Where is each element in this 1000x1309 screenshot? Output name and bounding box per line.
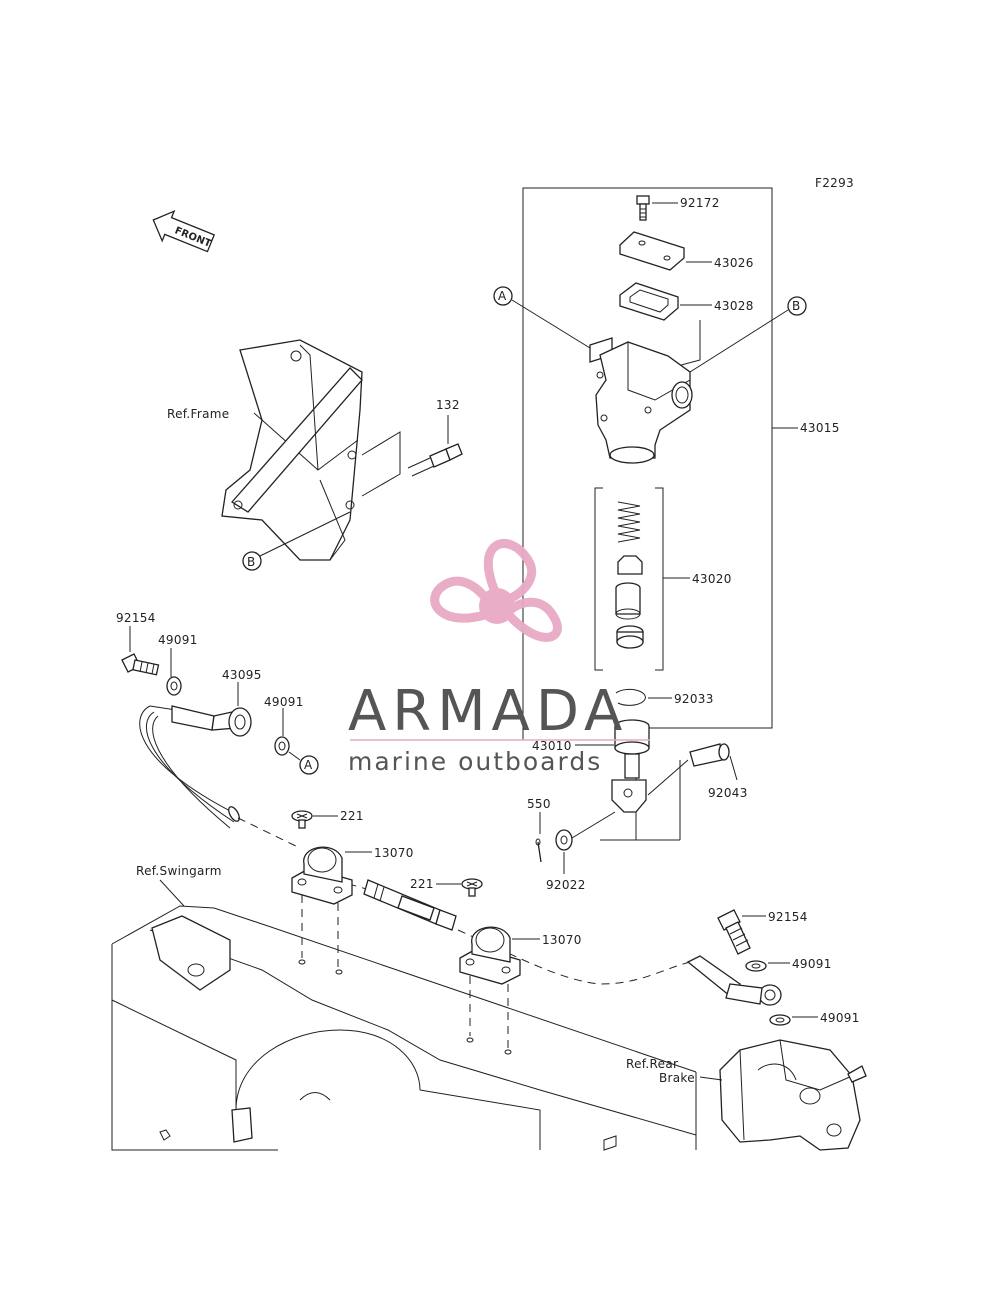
diaphragm-43028: [619, 282, 679, 321]
armada-logo-icon: [430, 539, 562, 642]
callout-b-top-label: B: [792, 299, 801, 313]
part-label-92172: 92172: [680, 196, 720, 210]
watermark-title: ARMADA: [348, 679, 628, 744]
bolt-132: [407, 443, 463, 477]
part-label-221-left: 221: [340, 809, 364, 823]
part-label-43028: 43028: [714, 299, 754, 313]
banjo-bolt-92154-left: [121, 653, 160, 676]
callout-a-bottom-label: A: [304, 758, 313, 772]
callout-b-bottom-label: B: [247, 555, 256, 569]
part-label-92154-left: 92154: [116, 611, 156, 625]
piston-seal: [616, 625, 644, 649]
hose-sleeve: [363, 879, 457, 931]
callout-a-top: [493, 286, 513, 306]
circlip-92033: [615, 688, 646, 706]
hose-clamp-13070-left: [291, 846, 353, 905]
bolt-92172: [636, 195, 650, 221]
assembly-bracket-43015: [522, 187, 798, 841]
part-label-92043: 92043: [708, 786, 748, 800]
part-label-43095: 43095: [222, 668, 262, 682]
part-label-92022: 92022: [546, 878, 586, 892]
part-label-49091-right-1: 49091: [792, 957, 832, 971]
part-label-49091-left-2: 49091: [264, 695, 304, 709]
rear-brake-caliper: [719, 1039, 867, 1151]
part-label-43015: 43015: [800, 421, 840, 435]
master-cylinder-body: [589, 337, 693, 464]
part-label-43020: 43020: [692, 572, 732, 586]
piston-cup: [617, 555, 643, 575]
part-label-49091-left-1: 49091: [158, 633, 198, 647]
ref-rear-brake-label-1: Ref.Rear: [626, 1057, 678, 1071]
callout-a-bottom: [299, 755, 319, 775]
part-label-92154-right: 92154: [768, 910, 808, 924]
part-label-132: 132: [436, 398, 460, 412]
push-rod-43010: [611, 719, 650, 813]
front-arrow-icon: FRONT: [152, 209, 216, 253]
washer-92022: [555, 829, 573, 851]
ref-frame-label: Ref.Frame: [167, 407, 229, 421]
screw-221-left: [291, 810, 313, 829]
watermark-subtitle: marine outboards: [348, 747, 602, 776]
part-label-92033: 92033: [674, 692, 714, 706]
washer-49091-left-1: [166, 676, 182, 696]
part-label-550: 550: [527, 797, 551, 811]
part-label-221-right: 221: [410, 877, 434, 891]
callout-b-top: [787, 296, 807, 316]
ref-swingarm-label: Ref.Swingarm: [136, 864, 222, 878]
brake-hose-43095: [139, 705, 252, 829]
part-label-49091-right-2: 49091: [820, 1011, 860, 1025]
hose-clamp-13070-right: [459, 926, 521, 985]
reservoir-cap-43026: [619, 231, 685, 271]
screw-221-right: [461, 878, 483, 897]
ref-rear-brake-label-2: Brake: [659, 1071, 695, 1085]
washer-49091-right-1: [745, 960, 767, 972]
hose-end-right: [686, 955, 782, 1006]
callout-b-bottom: [242, 551, 262, 571]
callout-a-top-label: A: [498, 289, 507, 303]
swingarm: [111, 905, 697, 1151]
diagram-code: F2293: [815, 176, 854, 190]
banjo-bolt-92154-right: [717, 909, 751, 955]
cotter-pin-550: [535, 838, 542, 863]
part-label-13070-left: 13070: [374, 846, 414, 860]
part-label-13070-right: 13070: [542, 933, 582, 947]
washer-49091-right-2: [769, 1014, 791, 1026]
washer-49091-left-2: [274, 736, 290, 756]
frame-bracket: [221, 339, 363, 561]
part-label-43026: 43026: [714, 256, 754, 270]
spring: [617, 501, 641, 543]
part-label-43010: 43010: [532, 739, 572, 753]
pin-92043: [689, 743, 730, 767]
piston: [615, 582, 641, 620]
